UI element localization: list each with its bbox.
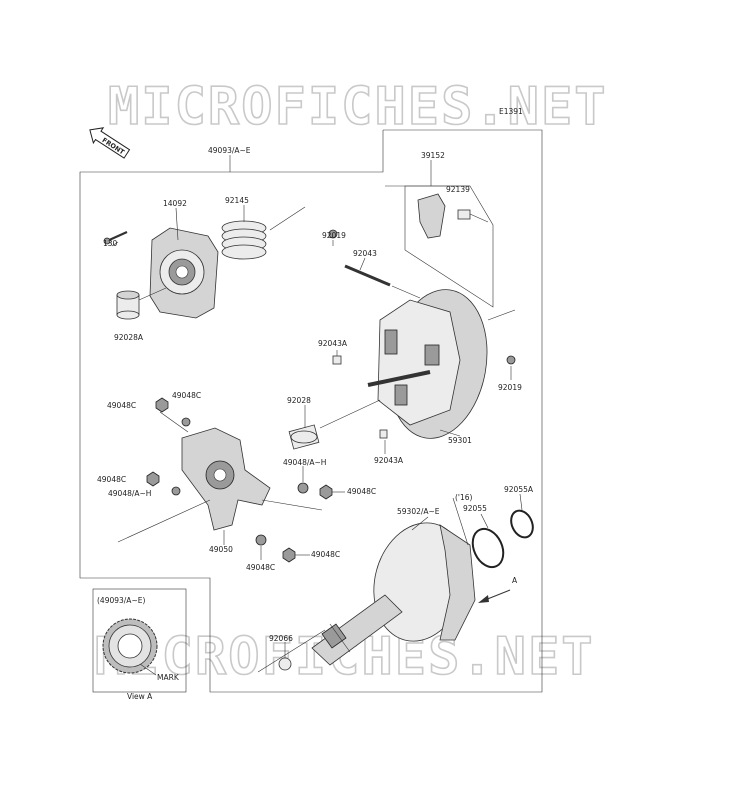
- label-49093: 49093/A~E: [208, 146, 251, 155]
- roller-49048AH-a: [297, 482, 309, 494]
- inset-part-label: (49093/A~E): [97, 596, 145, 605]
- nut-92019-right: [506, 355, 516, 365]
- label-49048C-a: 49048C: [107, 401, 136, 410]
- o-ring-92055: [471, 527, 505, 569]
- label-92066: 92066: [269, 634, 293, 643]
- bushing-92028: [288, 424, 320, 450]
- roller-49048AH-b: [171, 486, 181, 496]
- label-49048C-f: 49048C: [311, 550, 340, 559]
- spring-92145: [221, 220, 267, 260]
- label-16: ('16): [455, 493, 473, 502]
- label-92055A: 92055A: [504, 485, 534, 494]
- roller-49048C-b: [181, 417, 191, 427]
- label-49048C-e: 49048C: [246, 563, 275, 572]
- label-92028A: 92028A: [114, 333, 144, 342]
- label-59301: 59301: [448, 436, 472, 445]
- nut-49048C-f: [282, 547, 296, 563]
- label-92043A-upper: 92043A: [318, 339, 348, 348]
- label-130: 130: [103, 239, 118, 248]
- label-92028: 92028: [287, 396, 311, 405]
- watermark-top: MICROFICHES.NET: [108, 77, 608, 137]
- label-92019-right: 92019: [498, 383, 522, 392]
- nut-49048C-d: [319, 484, 333, 500]
- nut-49048C-a: [155, 397, 169, 413]
- bushing-92028A: [116, 290, 140, 320]
- label-49048AH-a: 49048/A~H: [283, 458, 326, 467]
- mark-label: MARK: [157, 673, 180, 682]
- label-39152: 39152: [421, 151, 445, 160]
- nut-92019-top: [328, 229, 338, 239]
- label-49048C-d: 49048C: [347, 487, 376, 496]
- label-49048AH-b: 49048/A~H: [108, 489, 151, 498]
- label-92139: 92139: [446, 185, 470, 194]
- o-ring-92055A: [510, 509, 534, 539]
- view-a-label: View A: [127, 692, 153, 701]
- view-a-arrow-icon: [478, 589, 511, 603]
- label-49050: 49050: [209, 545, 233, 554]
- label-59302: 59302/A~E: [397, 507, 440, 516]
- bolt-130: [103, 230, 128, 245]
- cover-plate-14092: [149, 227, 219, 319]
- assembly-frame: [79, 129, 543, 693]
- pin-92043: [344, 264, 391, 287]
- view-a-inset-box: [92, 588, 187, 693]
- label-14092: 14092: [163, 199, 187, 208]
- label-92043: 92043: [353, 249, 377, 258]
- shaft-sheave-59302: [311, 522, 476, 666]
- label-49048C-b: 49048C: [172, 391, 201, 400]
- spider-49050: [181, 427, 271, 531]
- pin-92043A-upper: [332, 355, 342, 365]
- label-92145: 92145: [225, 196, 249, 205]
- view-a-gear-icon: [102, 618, 158, 676]
- label-A: A: [512, 576, 518, 585]
- nut-49048C-c: [146, 471, 160, 487]
- roller-49048C-e: [255, 534, 267, 546]
- label-92055: 92055: [463, 504, 487, 513]
- kit-39152-outline: [404, 185, 494, 308]
- pin-92043A-lower: [379, 429, 388, 439]
- label-92019-top: 92019: [322, 231, 346, 240]
- cap-92066: [278, 657, 292, 671]
- drive-pulley-59301: [367, 289, 488, 439]
- weight-92139: [417, 193, 471, 239]
- label-49048C-c: 49048C: [97, 475, 126, 484]
- diagram-code: E1391: [499, 107, 523, 116]
- label-92043A-lower: 92043A: [374, 456, 404, 465]
